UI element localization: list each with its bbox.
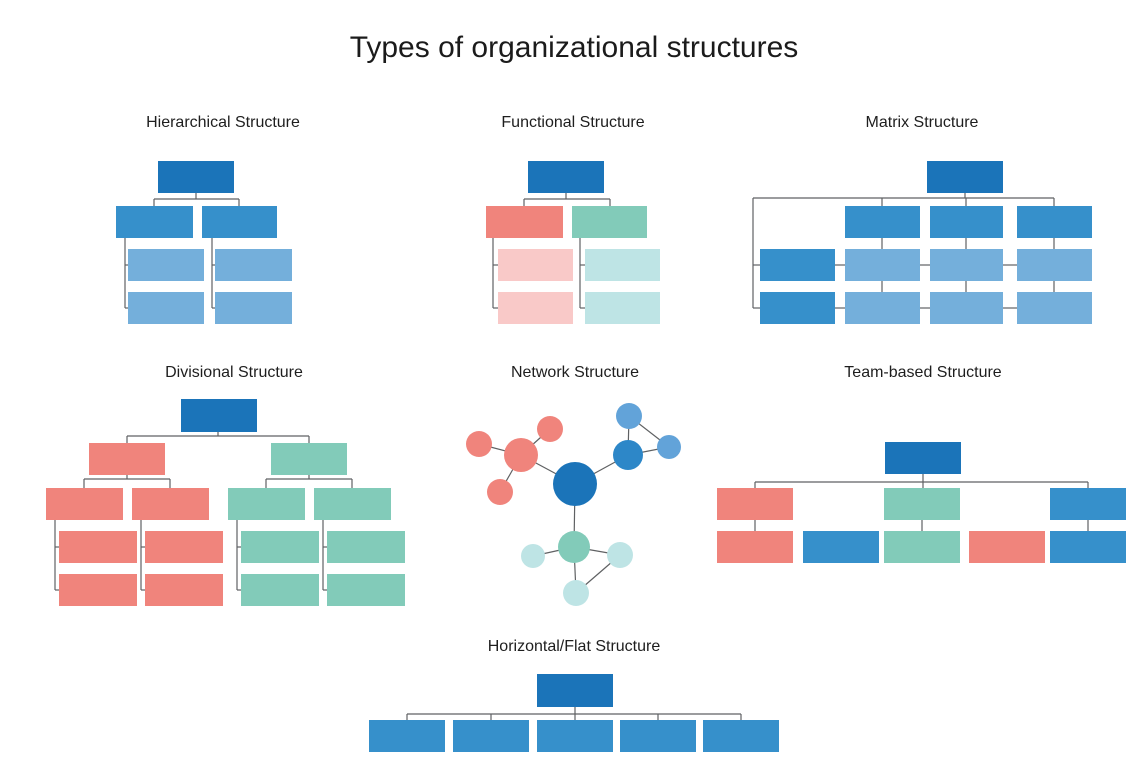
- network-diagram: [466, 403, 681, 606]
- page-title: Types of organizational structures: [349, 31, 799, 64]
- divisional-diagram: [46, 399, 405, 606]
- horizontal-flat-diagram: [369, 674, 779, 752]
- panel-title-functional: Functional Structure: [501, 114, 645, 131]
- team-based-diagram: [717, 442, 1126, 563]
- panel-title-horizontal-flat: Horizontal/Flat Structure: [487, 638, 661, 655]
- panel-title-divisional: Divisional Structure: [165, 364, 303, 381]
- panel-title-hierarchical: Hierarchical Structure: [146, 114, 300, 131]
- panel-title-team-based: Team-based Structure: [844, 364, 1002, 381]
- panel-title-matrix: Matrix Structure: [865, 114, 979, 131]
- matrix-diagram: [752, 161, 1092, 324]
- functional-diagram: [486, 161, 660, 324]
- panel-title-network: Network Structure: [510, 364, 640, 381]
- hierarchical-diagram: [116, 161, 292, 324]
